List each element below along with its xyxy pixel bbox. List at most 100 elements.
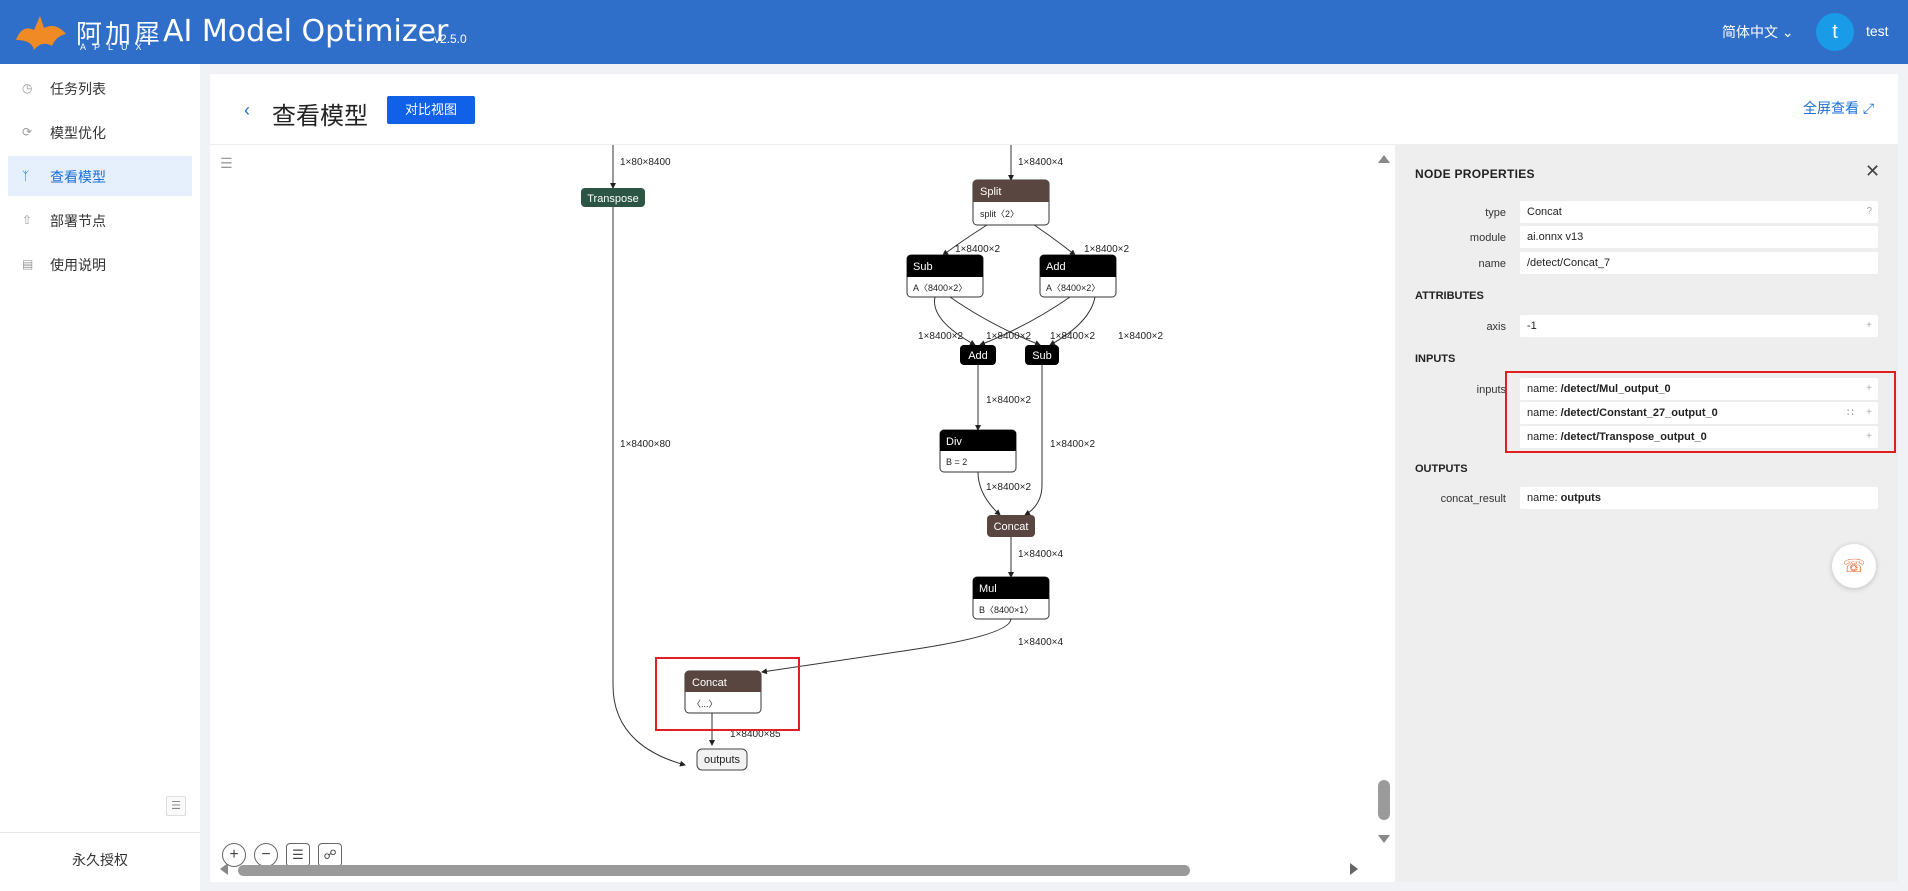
edge-label: 1×8400×2 <box>986 331 1031 342</box>
node-label: Div <box>946 436 962 448</box>
sidebar-item-deploy[interactable]: ⇧ 部署节点 <box>8 200 192 240</box>
node-add[interactable]: Add A〈8400×2〉 <box>1039 254 1117 298</box>
sidebar-item-label: 模型优化 <box>50 125 106 141</box>
input-value: /detect/Transpose_output_0 <box>1560 431 1707 443</box>
node-label: Concat <box>692 677 727 689</box>
optimize-icon: ⟳ <box>22 125 33 139</box>
node-attr: A〈8400×2〉 <box>913 283 967 293</box>
output-value: outputs <box>1560 492 1601 504</box>
node-concat[interactable]: Concat <box>987 515 1035 537</box>
name-prefix: name: <box>1527 492 1558 504</box>
sidebar-item-view-model[interactable]: ᛉ 查看模型 <box>8 156 192 196</box>
vertical-scrollbar[interactable] <box>1378 780 1390 820</box>
node-div[interactable]: Div B = 2 <box>939 429 1017 473</box>
name-label: name <box>1478 258 1506 270</box>
node-attr: B = 2 <box>946 457 967 467</box>
node-sub[interactable]: Sub A〈8400×2〉 <box>906 254 984 298</box>
input-value: /detect/Constant_27_output_0 <box>1560 407 1718 419</box>
scroll-up-icon[interactable] <box>1378 155 1390 163</box>
compare-view-button[interactable]: 对比视图 <box>387 96 475 124</box>
menu-icon[interactable]: ☰ <box>220 155 233 171</box>
node-label: Add <box>1046 261 1066 273</box>
zoom-in-icon[interactable]: + <box>222 843 246 867</box>
expand-icon[interactable]: + <box>1866 407 1872 418</box>
name-prefix: name: <box>1527 407 1558 419</box>
share-icon[interactable]: ☍ <box>318 843 342 867</box>
axis-value: -1 <box>1527 320 1537 332</box>
sidebar-item-label: 部署节点 <box>50 213 106 229</box>
edge-label: 1×8400×4 <box>1018 157 1063 168</box>
branch-icon: ᛉ <box>22 169 30 183</box>
scroll-down-icon[interactable] <box>1378 835 1390 843</box>
type-value: Concat <box>1527 206 1562 218</box>
node-transpose[interactable]: Transpose <box>581 188 645 207</box>
headset-icon[interactable]: ☏ <box>1832 544 1876 588</box>
node-label: Add <box>968 350 988 362</box>
main-panel: ‹ 查看模型 对比视图 全屏查看 ⤢ ☰ <box>210 74 1898 882</box>
sidebar-item-docs[interactable]: ▤ 使用说明 <box>8 244 192 284</box>
scroll-left-icon[interactable] <box>220 863 228 875</box>
type-label: type <box>1485 207 1506 219</box>
input-value: /detect/Mul_output_0 <box>1560 383 1671 395</box>
node-attr: split〈2〉 <box>980 209 1019 219</box>
inputs-highlight <box>1505 371 1896 453</box>
fullscreen-button[interactable]: 全屏查看 ⤢ <box>1803 98 1874 118</box>
language-select[interactable]: 简体中文 ⌄ <box>1722 22 1794 42</box>
axis-field: -1 + <box>1520 315 1878 337</box>
fullscreen-label: 全屏查看 <box>1803 100 1859 116</box>
node-concat-selected[interactable]: Concat 〈...〉 <box>684 670 762 714</box>
help-icon[interactable]: ? <box>1866 206 1872 217</box>
inputs-header: INPUTS <box>1415 353 1456 365</box>
edge-label: 1×8400×2 <box>1050 439 1095 450</box>
avatar[interactable]: t <box>1816 13 1854 51</box>
sidebar-item-optimize[interactable]: ⟳ 模型优化 <box>8 112 192 152</box>
edge-label: 1×8400×2 <box>986 395 1031 406</box>
expand-icon[interactable]: + <box>1866 431 1872 442</box>
node-label: outputs <box>704 754 741 766</box>
input-field: name: /detect/Constant_27_output_0 ∷ + <box>1520 402 1878 424</box>
model-graph[interactable]: ☰ <box>210 145 1395 882</box>
output-field: name: outputs <box>1520 487 1878 509</box>
expand-icon[interactable]: + <box>1866 320 1872 331</box>
node-label: Transpose <box>587 193 639 205</box>
language-label: 简体中文 <box>1722 24 1778 40</box>
sidebar-item-label: 查看模型 <box>50 169 106 185</box>
node-attr: A〈8400×2〉 <box>1046 283 1100 293</box>
horizontal-scrollbar[interactable] <box>238 865 1190 876</box>
panel-title: NODE PROPERTIES <box>1415 167 1535 181</box>
divider <box>210 144 1898 145</box>
app-header: 阿加犀 APLUX AI Model Optimizer v2.5.0 简体中文… <box>0 0 1908 64</box>
license-label: 永久授权 <box>0 832 200 891</box>
type-field: Concat ? <box>1520 201 1878 223</box>
node-properties-panel: NODE PROPERTIES ✕ type Concat ? module a… <box>1395 145 1898 882</box>
edge-label: 1×8400×85 <box>730 729 781 740</box>
graph-canvas[interactable]: 1×80×8400 1×8400×4 1×8400×2 1×8400×2 1×8… <box>210 145 1395 882</box>
username[interactable]: test <box>1866 23 1889 39</box>
node-outputs[interactable]: outputs <box>696 748 748 771</box>
node-split[interactable]: Split split〈2〉 <box>972 179 1050 226</box>
scroll-right-icon[interactable] <box>1350 863 1358 875</box>
module-label: module <box>1469 232 1506 244</box>
output-label: concat_result <box>1440 493 1506 505</box>
drag-handle-icon[interactable]: ∷ <box>1847 407 1854 419</box>
edge-label: 1×8400×2 <box>1084 244 1129 255</box>
zoom-out-icon[interactable]: − <box>254 843 278 867</box>
collapse-sidebar-icon[interactable]: ☰ <box>166 796 186 816</box>
node-sub[interactable]: Sub <box>1025 345 1059 365</box>
chevron-down-icon: ⌄ <box>1781 24 1794 40</box>
back-arrow-icon[interactable]: ‹ <box>244 100 250 120</box>
edge-label: 1×8400×4 <box>1018 637 1063 648</box>
edge-label: 1×8400×4 <box>1018 549 1063 560</box>
node-attr: B〈8400×1〉 <box>979 605 1033 615</box>
list-icon[interactable]: ☰ <box>286 843 310 867</box>
app-version: v2.5.0 <box>434 32 467 46</box>
expand-icon[interactable]: + <box>1866 383 1872 394</box>
name-field: /detect/Concat_7 <box>1520 252 1878 274</box>
close-icon[interactable]: ✕ <box>1865 161 1881 181</box>
sidebar-item-tasks[interactable]: ◷ 任务列表 <box>8 68 192 108</box>
module-field: ai.onnx v13 <box>1520 226 1878 248</box>
axis-label: axis <box>1486 321 1506 333</box>
inputs-label: inputs <box>1476 384 1506 396</box>
node-add[interactable]: Add <box>960 345 996 365</box>
node-mul[interactable]: Mul B〈8400×1〉 <box>972 576 1050 620</box>
